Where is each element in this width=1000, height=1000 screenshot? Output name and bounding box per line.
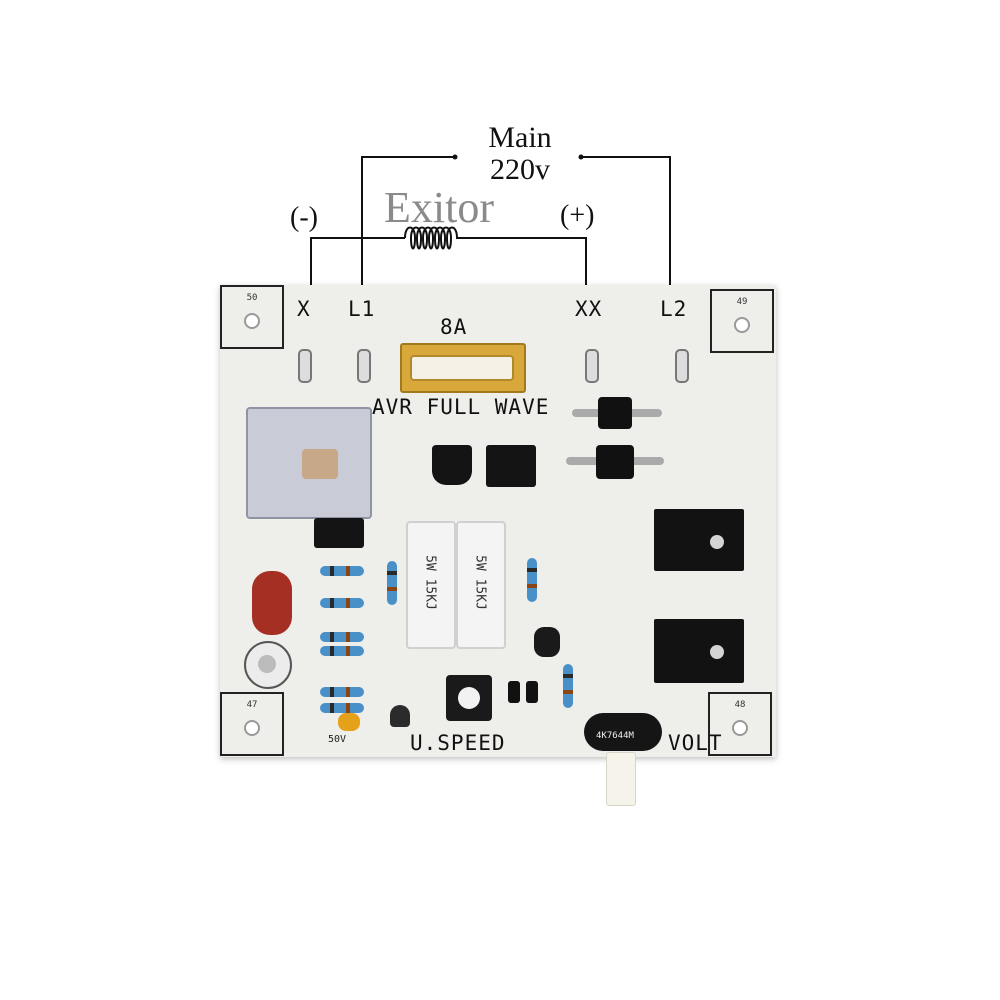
main-wire-left-dot bbox=[452, 154, 458, 160]
zener-diode bbox=[526, 681, 538, 703]
mount-hole bbox=[244, 313, 260, 329]
potentiometer-marking: 4K7644M bbox=[596, 731, 634, 741]
avr-full-wave-label: AVR FULL WAVE bbox=[372, 395, 550, 419]
wiring-diagram bbox=[310, 154, 671, 285]
main-label: Main 220v bbox=[470, 122, 570, 186]
heatsink-bottom-screw bbox=[710, 645, 724, 659]
mount-pad-bottom-left: 47 bbox=[220, 692, 284, 756]
mount-pad-bottom-right: 48 bbox=[708, 692, 772, 756]
pad-number: 48 bbox=[734, 700, 746, 710]
terminal-label-l2: L2 bbox=[660, 297, 688, 321]
pad-number: 49 bbox=[736, 297, 748, 307]
terminal-label-l1: L1 bbox=[348, 297, 376, 321]
relay-coil bbox=[302, 449, 338, 479]
mount-pad-top-left: 50 bbox=[220, 285, 284, 349]
mount-hole bbox=[244, 720, 260, 736]
plus-label: (+) bbox=[560, 200, 595, 231]
diode-bottom-body bbox=[596, 445, 634, 479]
zener-diode bbox=[508, 681, 520, 703]
terminal-pin-l1[interactable] bbox=[357, 349, 371, 383]
resistor-vertical bbox=[387, 561, 397, 605]
heatsink-top-screw bbox=[710, 535, 724, 549]
exitor-wire bbox=[310, 237, 587, 285]
ceramic-capacitor bbox=[338, 713, 360, 731]
heatsink-bottom bbox=[654, 619, 744, 683]
terminal-pin-xx[interactable] bbox=[585, 349, 599, 383]
power-resistor-1-label: 5W 15KJ bbox=[422, 555, 438, 610]
speed-label: U.SPEED bbox=[410, 731, 506, 755]
power-resistor-2-label: 5W 15KJ bbox=[472, 555, 488, 610]
terminal-pin-l2[interactable] bbox=[675, 349, 689, 383]
transistor-center-right bbox=[486, 445, 536, 487]
main-wire-right-dot bbox=[578, 154, 584, 160]
speed-trimmer-dial bbox=[458, 687, 480, 709]
mount-hole bbox=[734, 317, 750, 333]
terminal-label-xx: XX bbox=[575, 297, 603, 321]
exitor-coil bbox=[404, 226, 485, 250]
power-resistor-1: 5W 15KJ bbox=[406, 521, 456, 649]
mount-pad-top-right: 49 bbox=[710, 289, 774, 353]
mount-hole bbox=[732, 720, 748, 736]
transistor-center-left bbox=[432, 445, 472, 485]
relay-transistor bbox=[314, 518, 364, 548]
resistor bbox=[320, 646, 364, 656]
main-label-line1: Main bbox=[488, 121, 552, 154]
resistor bbox=[320, 632, 364, 642]
fuse-glass[interactable] bbox=[410, 355, 514, 381]
resistor bbox=[320, 687, 364, 697]
resistor bbox=[320, 566, 364, 576]
main-label-line2: 220v bbox=[490, 153, 550, 186]
resistor-vertical bbox=[563, 664, 573, 708]
resistor-vertical bbox=[527, 558, 537, 602]
capacitor-voltage-label: 50V bbox=[328, 734, 347, 745]
pad-number: 50 bbox=[246, 293, 258, 303]
minus-label: (-) bbox=[290, 202, 318, 233]
exitor-label: Exitor bbox=[384, 183, 494, 232]
heatsink-top bbox=[654, 509, 744, 571]
terminal-label-x: X bbox=[297, 297, 311, 321]
main-wire-right bbox=[581, 156, 671, 285]
volt-label: VOLT bbox=[668, 731, 723, 755]
trimmer-left-knob bbox=[258, 655, 276, 673]
pcb-board: 50 49 47 48 X L1 XX L2 8A AVR FULL WAVE bbox=[220, 285, 776, 757]
electrolytic-capacitor bbox=[534, 627, 560, 657]
volt-potentiometer-shaft[interactable] bbox=[606, 752, 636, 806]
relay bbox=[246, 407, 372, 519]
main-wire-left bbox=[361, 156, 455, 285]
small-transistor bbox=[390, 705, 410, 727]
power-resistor-2: 5W 15KJ bbox=[456, 521, 506, 649]
terminal-pin-x[interactable] bbox=[298, 349, 312, 383]
film-capacitor bbox=[252, 571, 292, 635]
diode-top-body bbox=[598, 397, 632, 429]
volt-potentiometer[interactable] bbox=[584, 713, 662, 751]
fuse-rating-label: 8A bbox=[440, 315, 468, 339]
resistor bbox=[320, 703, 364, 713]
resistor bbox=[320, 598, 364, 608]
pad-number: 47 bbox=[246, 700, 258, 710]
